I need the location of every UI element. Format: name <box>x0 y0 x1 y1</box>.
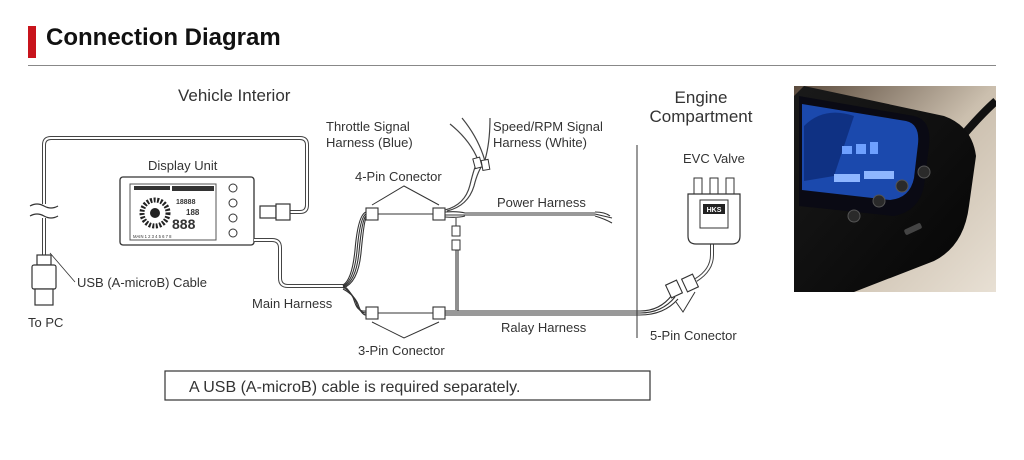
display-big-digits: 888 <box>172 216 196 232</box>
title-divider <box>28 65 996 66</box>
display-unit-label: Display Unit <box>148 158 218 173</box>
valve-brand-label: HKS <box>707 207 722 214</box>
four-pin-label: 4-Pin Conector <box>355 169 442 184</box>
vehicle-interior-label: Vehicle Interior <box>178 86 291 105</box>
engine-label-line2: Compartment <box>650 107 753 126</box>
note-text: A USB (A-microB) cable is required separ… <box>189 379 520 396</box>
device-photo-button-2 <box>872 194 886 208</box>
three-pin-connector-left <box>365 306 379 320</box>
five-pin-connector-left <box>664 279 684 299</box>
note-box <box>164 370 651 401</box>
device-photo <box>794 86 996 292</box>
harness-split <box>342 211 367 316</box>
display-button-1 <box>228 183 238 193</box>
four-pin-connector-left <box>365 207 379 221</box>
three-pin-label: 3-Pin Conector <box>358 343 445 358</box>
three-pin-connector-right <box>432 306 446 320</box>
device-photo-button-4 <box>917 165 931 179</box>
display-button-2 <box>228 198 238 208</box>
evc-valve-device: HKS <box>687 177 741 245</box>
display-small-digits: 18888 <box>176 199 196 206</box>
power-harness-label: Power Harness <box>497 195 586 210</box>
usb-plug-icon <box>31 254 57 306</box>
five-pin-connector-right <box>680 273 700 293</box>
micro-usb-connector-icon <box>259 203 291 221</box>
evc-valve-label: EVC Valve <box>683 151 745 166</box>
display-scale: MAIN 1 2 3 4 5 6 7 8 <box>133 234 172 239</box>
speed-label-line1: Speed/RPM Signal <box>493 119 603 134</box>
display-unit-device: 18888 188 888 MAIN 1 2 3 4 5 6 7 8 <box>119 176 255 246</box>
device-photo-illustration <box>794 86 996 292</box>
to-pc-label: To PC <box>28 315 63 330</box>
main-harness-label: Main Harness <box>252 296 333 311</box>
page-title: Connection Diagram <box>46 24 281 51</box>
ralay-harness-label: Ralay Harness <box>501 320 587 335</box>
display-button-4 <box>228 228 238 238</box>
device-photo-button-3 <box>895 179 909 193</box>
display-button-3 <box>228 213 238 223</box>
throttle-label-line1: Throttle Signal <box>326 119 410 134</box>
device-photo-button-1 <box>847 209 861 223</box>
ralay-harness <box>445 294 679 316</box>
engine-label-line1: Engine <box>675 88 728 107</box>
display-mid-digits: 188 <box>186 208 200 217</box>
five-pin-label: 5-Pin Conector <box>650 328 737 343</box>
title-accent-bar <box>28 26 36 58</box>
throttle-label-line2: Harness (Blue) <box>326 135 413 150</box>
usb-cable-label: USB (A-microB) Cable <box>77 275 207 290</box>
power-harness <box>444 211 613 224</box>
speed-label-line2: Harness (White) <box>493 135 587 150</box>
four-pin-connector-right <box>432 207 446 221</box>
main-harness <box>254 238 343 288</box>
